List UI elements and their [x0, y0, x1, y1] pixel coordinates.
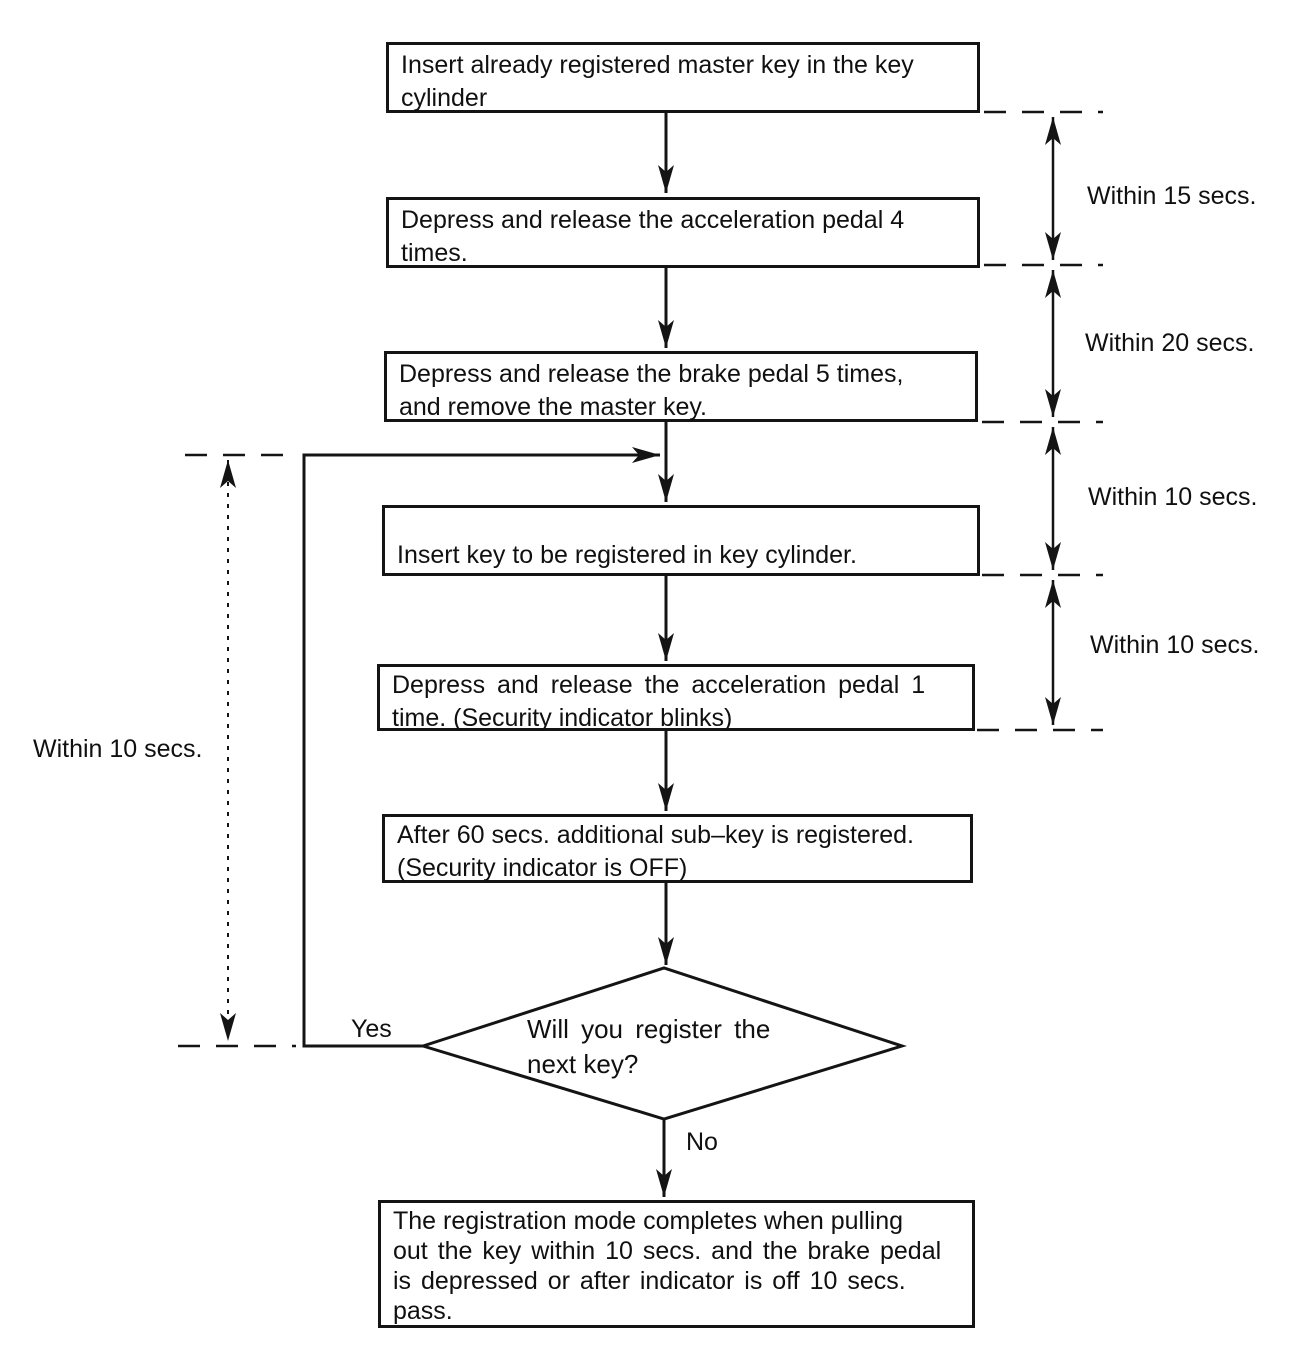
timing-label-within-10-secs-left: Within 10 secs. — [33, 735, 203, 763]
step-text-line: (Security indicator is OFF) — [397, 854, 688, 882]
timing-label-within-10-secs-a: Within 10 secs. — [1088, 483, 1258, 511]
step-text-line: Insert key to be registered in key cylin… — [397, 541, 857, 569]
step-text-line: pass. — [393, 1297, 453, 1325]
step-box-brake-pedal-5-times: Depress and release the brake pedal 5 ti… — [384, 351, 978, 422]
step-box-registration-complete: The registration mode completes when pul… — [378, 1200, 975, 1328]
step-text-line: Depress and release the acceleration ped… — [401, 206, 905, 234]
step-text-line: times. — [401, 239, 468, 267]
timing-label-within-15-secs: Within 15 secs. — [1087, 182, 1257, 210]
step-text-line: Depress and release the brake pedal 5 ti… — [399, 360, 904, 388]
yes-loop-arrow — [302, 447, 660, 1048]
boundary-dashed-lines — [178, 110, 1103, 1048]
decision-register-next-key: Will you register the next key? — [527, 1012, 770, 1082]
decision-text-line: Will you register the — [527, 1014, 771, 1044]
step-text-line: After 60 secs. additional sub–key is reg… — [397, 821, 914, 849]
step-text-line: The registration mode completes when pul… — [393, 1207, 903, 1235]
flow-arrows — [656, 113, 674, 1197]
timing-label-within-10-secs-b: Within 10 secs. — [1090, 631, 1260, 659]
step-box-insert-key-to-register: Insert key to be registered in key cylin… — [382, 505, 980, 576]
step-box-acceleration-pedal-1-time: Depress and release the acceleration ped… — [377, 664, 975, 732]
yes-branch-label: Yes — [351, 1015, 392, 1043]
step-text-line: Insert already registered master key in … — [401, 51, 914, 79]
timing-label-within-20-secs: Within 20 secs. — [1085, 329, 1255, 357]
decision-text-line: next key? — [527, 1049, 639, 1079]
step-text-line: and remove the master key. — [399, 393, 708, 421]
decision-diamond-shape — [417, 966, 907, 1121]
step-box-acceleration-pedal-4-times: Depress and release the acceleration ped… — [386, 197, 980, 268]
no-branch-label: No — [686, 1128, 718, 1156]
step-box-insert-master-key: Insert already registered master key in … — [386, 42, 980, 113]
step-text-line: cylinder — [401, 84, 488, 112]
step-box-subkey-registered: After 60 secs. additional sub–key is reg… — [382, 814, 973, 883]
step-text-line: out the key within 10 secs. and the brak… — [393, 1237, 942, 1265]
step-text-line: is depressed or after indicator is off 1… — [393, 1267, 906, 1295]
step-text-line: time. (Security indicator blinks) — [392, 704, 733, 732]
step-text-line: Depress and release the acceleration ped… — [392, 671, 926, 699]
